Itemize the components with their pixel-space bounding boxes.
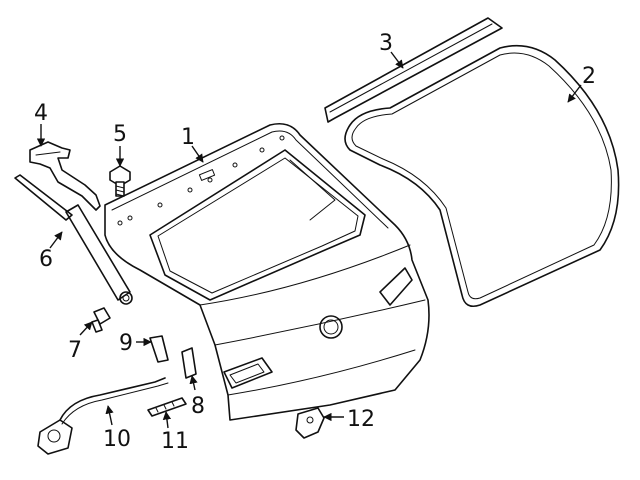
bumper-stop bbox=[91, 307, 111, 333]
liftgate-panel bbox=[104, 122, 430, 421]
callout-2: 2 bbox=[582, 64, 596, 89]
switch bbox=[149, 335, 169, 363]
upper-molding bbox=[324, 17, 503, 123]
callout-5: 5 bbox=[113, 122, 127, 147]
callout-12: 12 bbox=[347, 407, 375, 432]
callout-10: 10 bbox=[103, 427, 131, 452]
leader-lines bbox=[36, 51, 582, 429]
callout-7: 7 bbox=[68, 338, 82, 363]
support-strut bbox=[14, 174, 133, 305]
callout-6: 6 bbox=[39, 247, 53, 272]
callout-9: 9 bbox=[119, 331, 133, 356]
wire-harness bbox=[37, 377, 169, 455]
reflector-strip bbox=[147, 397, 187, 417]
latch bbox=[295, 407, 325, 439]
hinge bbox=[29, 141, 101, 211]
bolt bbox=[109, 165, 131, 197]
callout-4: 4 bbox=[34, 101, 48, 126]
callout-11: 11 bbox=[161, 429, 189, 454]
trim-clip bbox=[181, 347, 197, 379]
callout-3: 3 bbox=[379, 31, 393, 56]
callout-labels: 1 2 3 4 5 6 7 8 9 10 11 12 bbox=[34, 31, 596, 454]
callout-1: 1 bbox=[181, 125, 195, 150]
weatherstrip bbox=[344, 44, 620, 308]
callout-8: 8 bbox=[191, 394, 205, 419]
